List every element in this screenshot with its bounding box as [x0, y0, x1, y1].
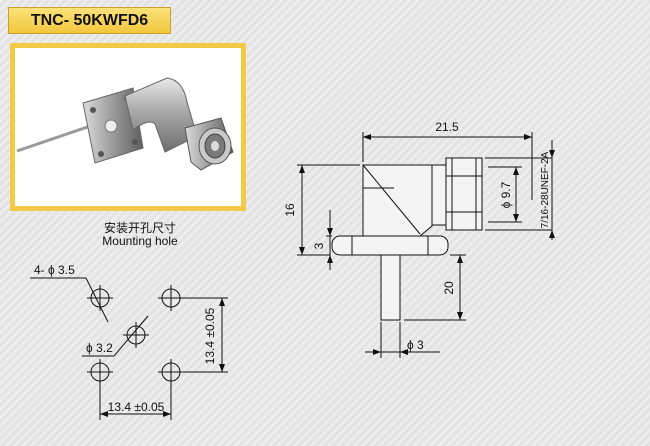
- mounting-hole-pattern: [30, 277, 228, 420]
- dim-pin-length: 20: [442, 281, 456, 295]
- mounting-caption-en: Mounting hole: [102, 234, 178, 248]
- pin: [380, 254, 401, 321]
- product-photo-frame: [10, 43, 246, 211]
- dim-pin-diameter: ϕ 3: [407, 338, 424, 352]
- mounting-caption-cn: 安装开孔尺寸: [104, 220, 176, 235]
- dim-flange: 3: [312, 242, 326, 249]
- title-banner: TNC- 50KWFD6: [8, 7, 171, 34]
- dim-width: 21.5: [435, 120, 459, 134]
- side-view-dimensions: [297, 132, 553, 358]
- coupling-nut: [431, 164, 447, 226]
- horizontal-spacing-dim: 13.4 ±0.05: [108, 400, 165, 414]
- dim-thread: 7/16-28UNEF-2A: [540, 151, 551, 228]
- threaded-section: [445, 157, 483, 231]
- center-hole-label: ϕ 3.2: [86, 341, 113, 355]
- flange: [331, 235, 449, 256]
- holes-label: 4- ϕ 3.5: [34, 263, 75, 277]
- connector-photo-icon: [16, 77, 234, 171]
- vertical-spacing-dim: 13.4 ±0.05: [203, 307, 217, 364]
- dim-height: 16: [283, 203, 297, 217]
- page-title: TNC- 50KWFD6: [30, 12, 149, 29]
- mounting-arrows: [100, 298, 225, 417]
- body-outline: [362, 164, 433, 237]
- dim-diameter: ϕ 9.7: [499, 181, 513, 208]
- connector-side-view: [331, 157, 483, 321]
- side-view-arrows: [299, 134, 555, 355]
